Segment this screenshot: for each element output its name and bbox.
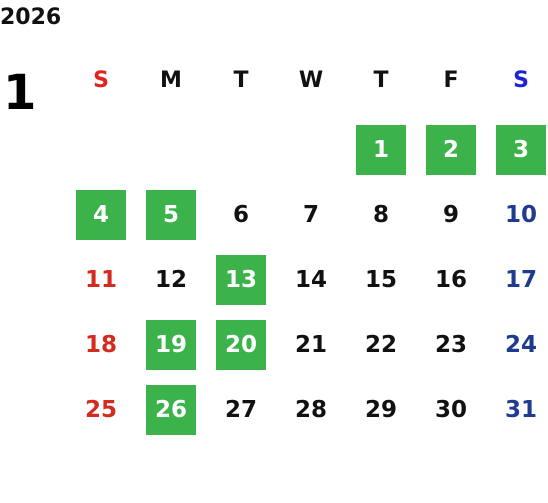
day-cell-7[interactable]: 7 [302,202,319,228]
day-cell-30[interactable]: 30 [434,397,467,423]
day-cell-15[interactable]: 15 [364,267,397,293]
day-cell-4[interactable]: 4 [76,190,126,240]
day-cell-13[interactable]: 13 [216,255,266,305]
month-number: 1 [3,65,37,121]
day-cell-17[interactable]: 17 [504,267,537,293]
day-cell-21[interactable]: 21 [294,332,327,358]
day-cell-16[interactable]: 16 [434,267,467,293]
weekday-header-fri: F [443,68,459,93]
day-cell-19[interactable]: 19 [146,320,196,370]
day-cell-20[interactable]: 20 [216,320,266,370]
day-cell-14[interactable]: 14 [294,267,327,293]
weekday-header-sat: S [513,68,529,93]
day-cell-29[interactable]: 29 [364,397,397,423]
day-cell-6[interactable]: 6 [232,202,249,228]
day-cell-10[interactable]: 10 [504,202,537,228]
weekday-header-tue: T [233,68,249,93]
day-cell-8[interactable]: 8 [372,202,389,228]
day-cell-12[interactable]: 12 [154,267,187,293]
day-cell-5[interactable]: 5 [146,190,196,240]
day-cell-31[interactable]: 31 [504,397,537,423]
day-cell-1[interactable]: 1 [356,125,406,175]
day-cell-11[interactable]: 11 [84,267,117,293]
day-cell-23[interactable]: 23 [434,332,467,358]
weekday-header-wed: W [298,68,324,93]
day-cell-26[interactable]: 26 [146,385,196,435]
day-cell-18[interactable]: 18 [84,332,117,358]
day-cell-9[interactable]: 9 [442,202,459,228]
weekday-header-sun: S [93,68,109,93]
day-cell-2[interactable]: 2 [426,125,476,175]
day-cell-27[interactable]: 27 [224,397,257,423]
day-cell-28[interactable]: 28 [294,397,327,423]
year-label: 2026 [0,5,62,30]
weekday-header-thu: T [373,68,389,93]
day-cell-22[interactable]: 22 [364,332,397,358]
day-cell-25[interactable]: 25 [84,397,117,423]
day-cell-3[interactable]: 3 [496,125,546,175]
day-cell-24[interactable]: 24 [504,332,537,358]
weekday-header-mon: M [160,68,182,93]
